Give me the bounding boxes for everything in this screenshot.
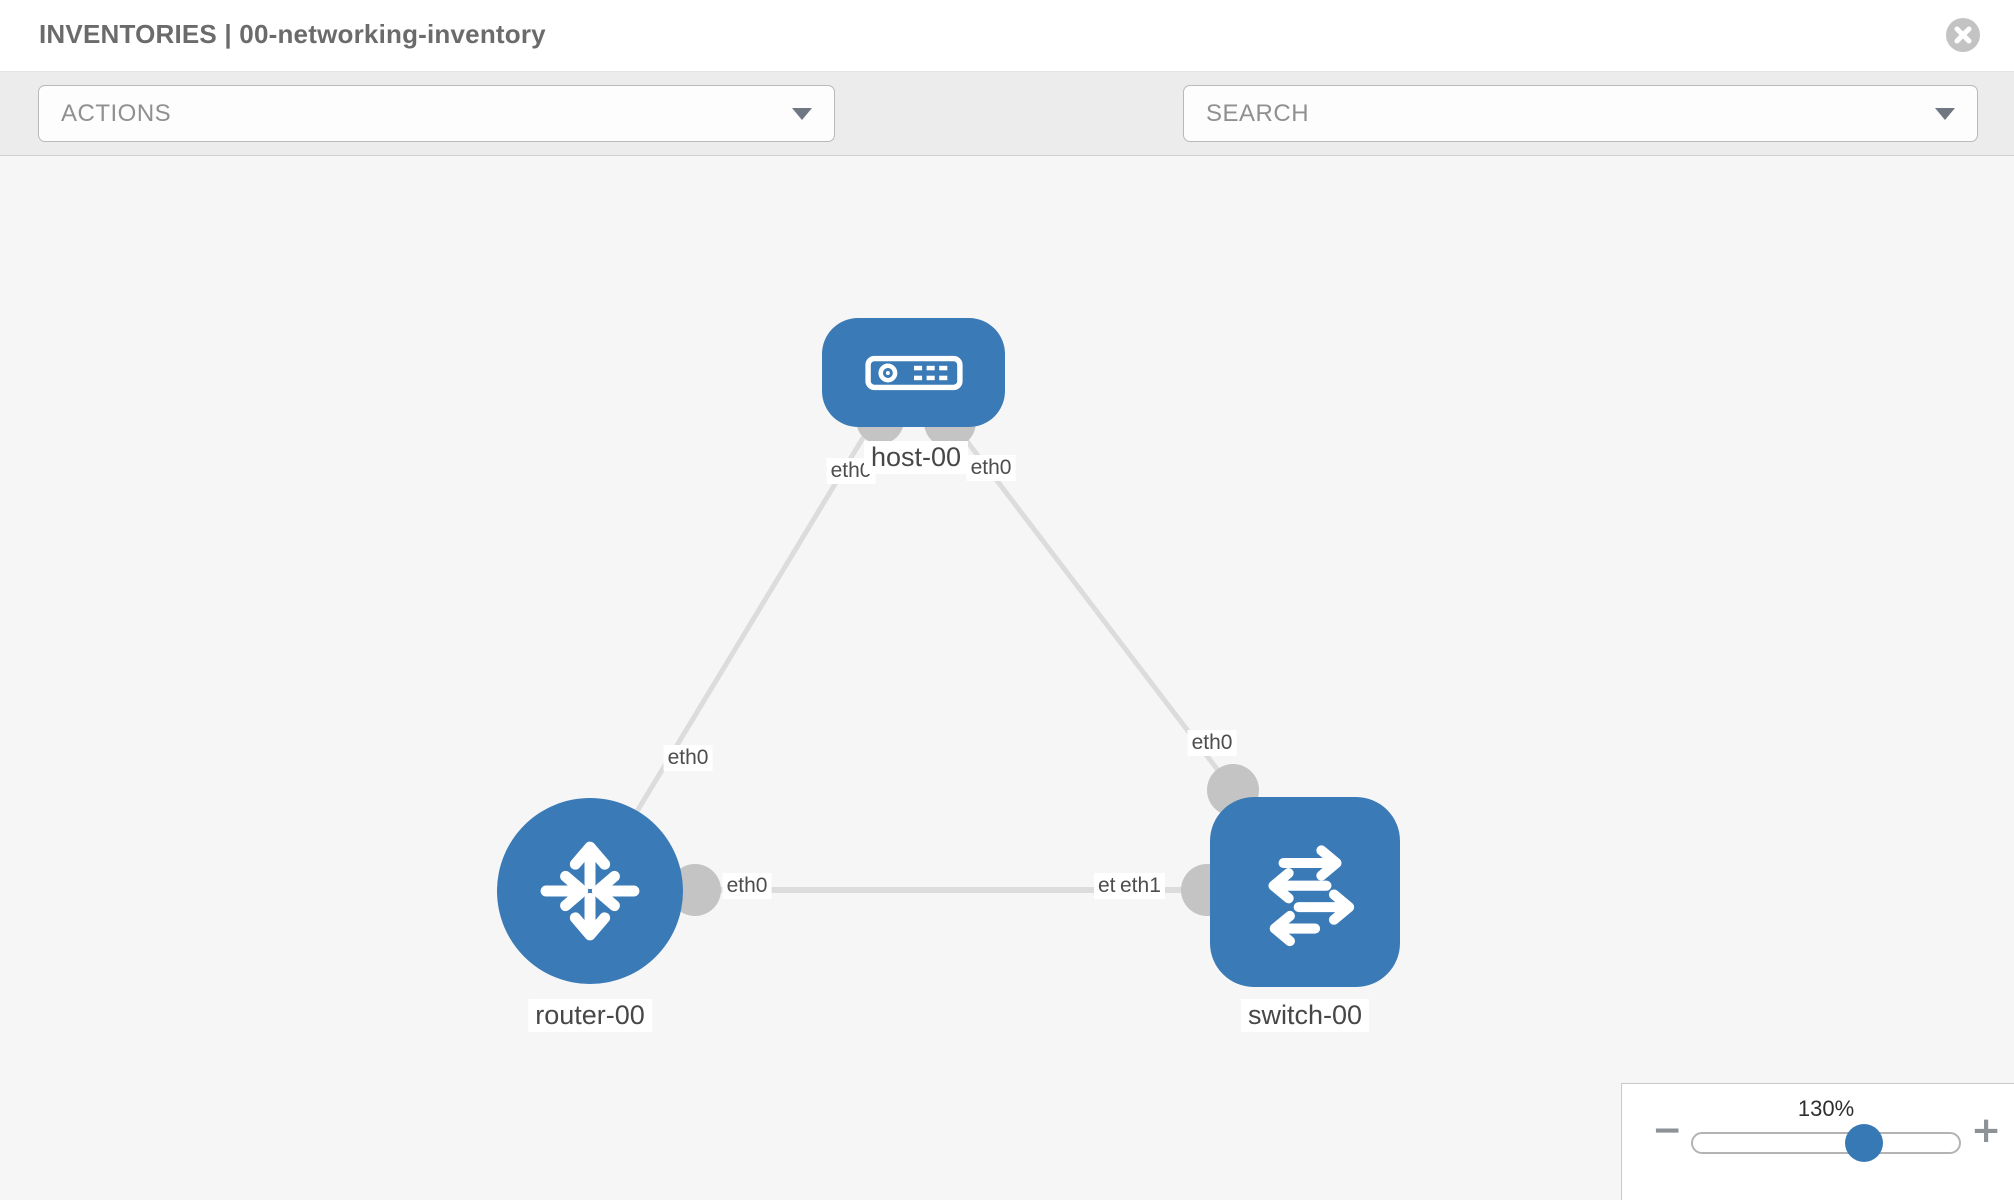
iface-label-host-eth0-right: eth0 — [966, 455, 1016, 482]
actions-dropdown[interactable]: ACTIONS — [38, 85, 835, 142]
close-button[interactable] — [1946, 18, 1980, 52]
header-bar: INVENTORIES | 00-networking-inventory — [0, 0, 2014, 72]
node-label-router: router-00 — [528, 999, 652, 1033]
node-router-00[interactable] — [497, 798, 683, 984]
iface-label-switch-left-eth1: eth1 — [1116, 873, 1165, 900]
chevron-down-icon — [792, 107, 812, 120]
node-label-switch: switch-00 — [1240, 999, 1370, 1033]
close-icon — [1954, 26, 1972, 44]
page-title: INVENTORIES | 00-networking-inventory — [39, 19, 546, 49]
zoom-control-panel: 130% − + — [1621, 1083, 2014, 1200]
link-host-switch[interactable] — [951, 421, 1235, 792]
node-label-host: host-00 — [863, 441, 969, 475]
chevron-down-icon — [1935, 107, 1955, 120]
node-switch-00[interactable] — [1210, 797, 1400, 987]
toolbar: ACTIONS SEARCH — [0, 72, 2014, 206]
node-host-00[interactable] — [822, 318, 1005, 427]
iface-label-router-right-eth0: eth0 — [722, 873, 772, 900]
iface-label-router-top-eth0: eth0 — [663, 745, 713, 772]
links-layer — [630, 396, 1259, 916]
iface-label-switch-top-eth0: eth0 — [1187, 730, 1237, 757]
zoom-slider-track[interactable] — [1691, 1132, 1961, 1154]
zoom-percentage: 130% — [1797, 1096, 1855, 1121]
zoom-in-button[interactable]: + — [1971, 1110, 2002, 1151]
zoom-slider-handle[interactable] — [1845, 1124, 1883, 1162]
switch-icon — [1268, 845, 1355, 947]
zoom-out-button[interactable]: − — [1652, 1110, 1683, 1151]
search-dropdown[interactable]: SEARCH — [1183, 85, 1978, 142]
topology-canvas[interactable]: host-00 router-00 switch-00 eth0 eth0 et… — [0, 156, 2014, 1200]
actions-dropdown-label: ACTIONS — [61, 99, 172, 127]
router-icon — [540, 841, 640, 941]
search-placeholder: SEARCH — [1206, 99, 1310, 127]
host-icon — [864, 355, 963, 390]
